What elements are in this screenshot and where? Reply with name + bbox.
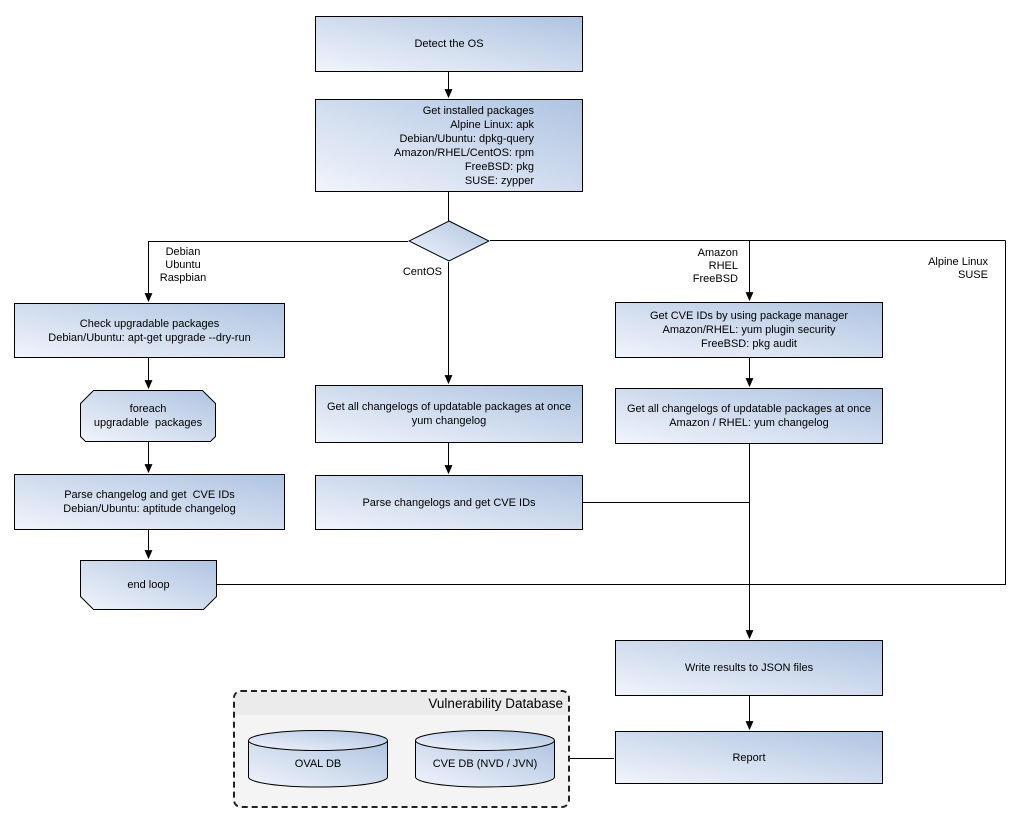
node-get-installed-packages-label: Get installed packages Alpine Linux: apk… xyxy=(394,104,534,187)
node-write-results: Write results to JSON files xyxy=(615,640,883,696)
node-write-results-label: Write results to JSON files xyxy=(684,662,814,674)
node-get-changelogs-amazon-label: Get all changelogs of updatable packages… xyxy=(626,403,871,429)
branch-label-debian: Debian Ubuntu Raspbian xyxy=(159,246,207,284)
node-get-changelogs-centos-label: Get all changelogs of updatable packages… xyxy=(326,401,571,427)
branch-label-amazon: Amazon RHEL FreeBSD xyxy=(692,247,738,285)
node-get-installed-packages: Get installed packages Alpine Linux: apk… xyxy=(315,99,583,192)
db-cylinder-cve-label: CVE DB (NVD / JVN) xyxy=(432,758,538,770)
node-parse-changelogs-centos-label: Parse changelogs and get CVE IDs xyxy=(362,496,536,509)
node-get-cve-ids-pkg-mgr: Get CVE IDs by using package manager Ama… xyxy=(615,302,883,358)
node-end-loop-label: end loop xyxy=(127,579,170,591)
node-parse-changelog-debian-label: Parse changelog and get CVE IDs Debian/U… xyxy=(63,489,236,515)
vulnerability-database-title: Vulnerability Database xyxy=(428,696,563,711)
database-cylinder-icon xyxy=(415,730,555,788)
node-foreach-loop-label: foreach upgradable packages xyxy=(93,403,203,429)
edge-decision-to-debian xyxy=(144,241,408,303)
loop-end-shape xyxy=(80,560,217,610)
node-os-decision-diamond xyxy=(408,220,490,262)
node-check-upgradable: Check upgradable packages Debian/Ubuntu:… xyxy=(14,303,285,358)
branch-label-alpine: Alpine Linux SUSE xyxy=(928,256,988,281)
node-parse-changelogs-centos: Parse changelogs and get CVE IDs xyxy=(315,475,583,530)
node-report-label: Report xyxy=(732,751,766,764)
loop-start-shape xyxy=(80,390,216,442)
db-cylinder-oval-label: OVAL DB xyxy=(294,758,342,770)
node-get-changelogs-amazon: Get all changelogs of updatable packages… xyxy=(615,388,883,444)
node-parse-changelog-debian: Parse changelog and get CVE IDs Debian/U… xyxy=(14,474,285,530)
branch-label-centos: CentOS xyxy=(402,266,442,278)
node-get-changelogs-centos: Get all changelogs of updatable packages… xyxy=(315,385,583,443)
node-detect-os: Detect the OS xyxy=(315,16,583,72)
node-report: Report xyxy=(615,731,883,784)
db-cylinder-oval: OVAL DB xyxy=(248,730,388,788)
node-foreach-loop: foreach upgradable packages xyxy=(80,390,216,442)
vulnerability-database-titlebar: Vulnerability Database xyxy=(235,692,568,715)
node-get-cve-ids-pkg-mgr-label: Get CVE IDs by using package manager Ama… xyxy=(649,310,849,350)
node-end-loop: end loop xyxy=(80,560,217,610)
diamond-icon xyxy=(408,220,490,262)
database-cylinder-icon xyxy=(248,730,388,788)
node-check-upgradable-label: Check upgradable packages Debian/Ubuntu:… xyxy=(48,317,251,344)
node-detect-os-label: Detect the OS xyxy=(414,38,484,50)
db-cylinder-cve: CVE DB (NVD / JVN) xyxy=(415,730,555,788)
